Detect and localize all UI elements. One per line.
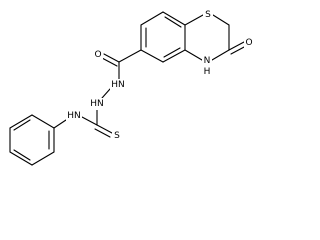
bonds: [9, 11, 247, 166]
bond-ph-5: [9, 114, 33, 129]
bond-cs-1: [96, 124, 113, 134]
atom-ketone-oxygen: O: [245, 38, 252, 48]
atom-thiocarbonyl-sulfur: S: [114, 131, 120, 141]
atom-amide-oxygen: O: [94, 50, 101, 60]
bond-benz-4: [140, 49, 164, 63]
bond-ph-6: [31, 114, 55, 129]
bond-ph-inner-3: [13, 119, 31, 131]
bond-benz-3: [162, 49, 186, 63]
molecule-structure-diagram: S N H O O HN HN S HN: [9, 9, 254, 166]
bond-benz-inner-1: [164, 16, 182, 28]
atom-ring-h: H: [204, 67, 211, 77]
bond-cs-2: [94, 128, 111, 138]
atom-hydrazide-nh-1: HN: [111, 80, 125, 90]
atom-ring-n: N: [204, 56, 211, 66]
bond-ring-amide: [118, 49, 142, 63]
atom-anilide-nh: HN: [67, 111, 81, 121]
bond-benz-1: [162, 11, 186, 26]
bond-c-s: [184, 14, 204, 26]
bond-benz-6: [140, 11, 164, 26]
bond-ph-inner-2: [13, 149, 31, 161]
bond-ph-2: [31, 151, 55, 166]
atom-sulfur-ring: S: [205, 10, 211, 20]
atom-hydrazide-nh-2: HN: [90, 99, 104, 109]
bond-benz-inner-2: [163, 47, 181, 58]
bond-n-n: [101, 88, 111, 99]
bond-co-nh: [211, 49, 230, 61]
bond-ph-3: [9, 151, 33, 166]
bond-amide-o-1: [103, 53, 120, 63]
bond-ketone-2: [230, 45, 247, 55]
bond-nh-c: [184, 49, 203, 61]
bond-ketone-1: [228, 41, 245, 51]
atom-labels: S N H O O HN HN S HN: [66, 9, 254, 142]
bond-amide-o-2: [101, 57, 118, 67]
bond-nh-phenyl: [53, 119, 67, 129]
bond-thiocarbonyl-nh: [81, 116, 98, 126]
bond-s-ch2: [212, 14, 230, 26]
